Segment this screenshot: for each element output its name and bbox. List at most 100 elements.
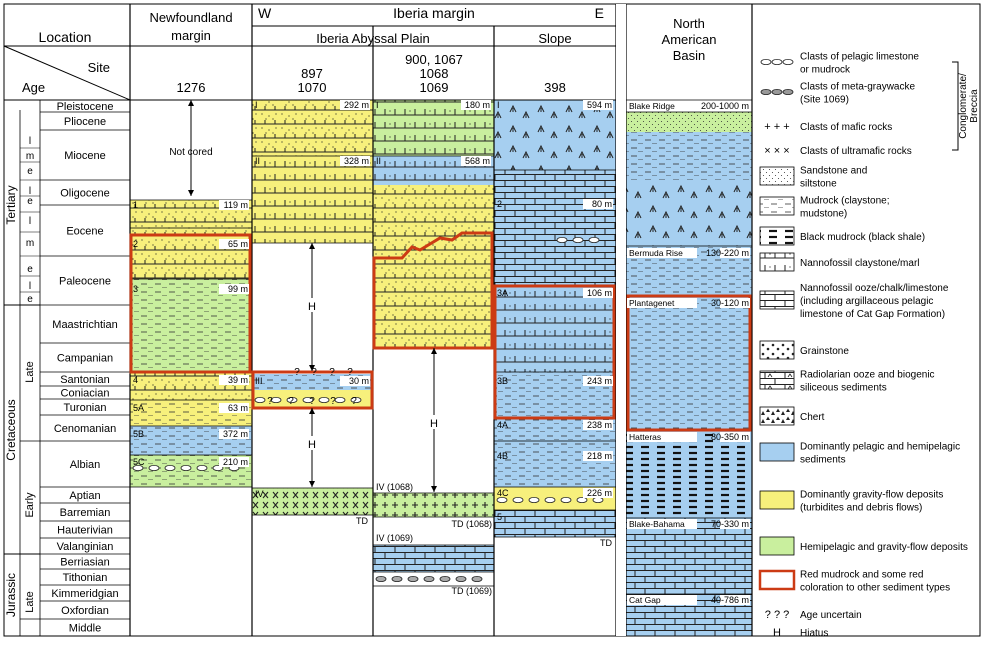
clast (512, 496, 524, 503)
na-unit-label: Bermuda Rise (629, 248, 683, 258)
legend-swatch-gravity-fill (759, 490, 795, 510)
period-jurassic: Jurassic (4, 573, 18, 617)
legend-text-gravity-fill: (turbidites and debris flows) (800, 503, 922, 514)
legend-text-pelagic-limestone-clasts: Clasts of pelagic limestone (800, 52, 919, 63)
site-398: 398 (544, 80, 566, 95)
epoch-mark: m (26, 238, 34, 249)
td-label: TD (1068) (451, 519, 492, 529)
site-897: 897 (301, 66, 323, 81)
age-stage-paleocene: Paleocene (59, 276, 111, 288)
unit-depth-900: 568 m (465, 156, 490, 166)
clast (576, 496, 588, 503)
na-unit-depth: 80-350 m (711, 432, 749, 442)
unit-398-4b-pattern (494, 441, 616, 487)
site-900: 900, 1067 (405, 52, 463, 67)
legend-swatch-hemipelagic-fill (759, 536, 795, 556)
age-stage-tithonian: Tithonian (63, 572, 108, 584)
unit-398-3a-pattern (494, 286, 616, 372)
legend-text-gravity-fill: Dominantly gravity-flow deposits (800, 490, 943, 501)
depth-backdrop (720, 101, 750, 111)
clast (286, 396, 298, 403)
legend-text-red-mudrock: coloration to other sediment types (800, 583, 950, 594)
clast (528, 496, 540, 503)
age-uncertain-mark: ? (330, 396, 336, 407)
not-cored-arrow-head (188, 100, 194, 106)
unit-398-5-pattern (494, 510, 616, 537)
clast (148, 464, 160, 471)
na-unit-depth: 130-220 m (706, 248, 749, 258)
depth-backdrop (219, 200, 249, 210)
age-stage-pliocene: Pliocene (64, 116, 106, 128)
legend-text-pelagic-fill: sediments (800, 455, 846, 466)
depth-backdrop (720, 519, 750, 529)
unit-label-1276: 5C (133, 457, 145, 467)
legend-pattern-sandstone (760, 167, 794, 185)
legend-text-age-uncertain: Age uncertain (800, 610, 862, 621)
red-mudrock-outline (372, 231, 494, 350)
unit-label-897: III (255, 376, 263, 386)
clast (560, 496, 572, 503)
td-label: TD (600, 538, 612, 548)
age-uncertain-mark: ? (329, 367, 335, 378)
clast (318, 396, 330, 403)
clast (270, 396, 282, 403)
legend-text-pelagic-limestone-clasts: or mudrock (800, 65, 851, 76)
age-stage-pleistocene: Pleistocene (57, 101, 114, 113)
clast (544, 496, 556, 503)
unit-depth-398: 238 m (587, 420, 612, 430)
age-stage-santonian: Santonian (60, 374, 110, 386)
unit-label-398: 4C (497, 488, 509, 498)
age-stage-aptian: Aptian (69, 490, 100, 502)
legend-symbol-uncertain: ? ? ? (765, 609, 789, 621)
age-stage-oligocene: Oligocene (60, 188, 110, 200)
slope-header: Slope (538, 31, 571, 46)
clast (496, 496, 508, 503)
unit-depth-1276: 99 m (228, 284, 248, 294)
na-blake-ridge-a-pattern (626, 112, 752, 132)
unit-depth-897: 30 m (349, 376, 369, 386)
legend-text-meta-graywacke-clasts: (Site 1069) (800, 95, 849, 106)
unit-label-398: 2 (497, 199, 502, 209)
unit-label-897: I (255, 100, 258, 110)
conglomerate-label: Conglomerate/ (958, 73, 969, 139)
age-uncertain-mark: ? (309, 396, 315, 407)
na-unit-label: Plantagenet (629, 298, 675, 308)
legend-text-hiatus: Hiatus (800, 628, 828, 639)
legend-swatch-pelagic-fill (759, 442, 795, 462)
legend-pattern-radiolarian-ooze (760, 371, 794, 389)
graywacke-clast (407, 576, 419, 583)
clast (196, 464, 208, 471)
north-american-header: American (662, 32, 717, 47)
depth-backdrop (461, 100, 491, 110)
age-stage-campanian: Campanian (57, 353, 113, 365)
not-cored-arrow-head (188, 190, 194, 196)
north-american-header: North (673, 16, 705, 31)
td-label: TD (356, 516, 368, 526)
clast (350, 396, 362, 403)
legend-pattern-black-mudrock (760, 227, 794, 245)
depth-backdrop (720, 248, 750, 258)
unit-label-1276: 3 (133, 284, 138, 294)
legend-pattern-grainstone (760, 341, 794, 359)
legend-text-hemipelagic-fill: Hemipelagic and gravity-flow deposits (800, 542, 968, 553)
age-stage-berriasian: Berriasian (60, 557, 110, 569)
unit-label-398: 3A (497, 288, 508, 298)
unit-depth-1276: 372 m (223, 429, 248, 439)
legend-text-pelagic-fill: Dominantly pelagic and hemipelagic (800, 442, 960, 453)
site-header: Site (88, 60, 110, 75)
depth-backdrop (583, 376, 613, 386)
hiatus-897-lower-head (309, 481, 315, 487)
na-label-backdrop (627, 101, 697, 111)
epoch-mark: l (29, 281, 31, 292)
conglomerate-label: Breccia (969, 89, 980, 123)
legend-symbol-graywacke (782, 89, 794, 96)
unit-depth-897: 292 m (344, 100, 369, 110)
graywacke-clast (423, 576, 435, 583)
age-stage-coniacian: Coniacian (61, 388, 110, 400)
clast (588, 236, 600, 243)
newfoundland-header: margin (171, 28, 211, 43)
hiatus-900-head (431, 348, 437, 354)
red-mudrock-outline (626, 294, 752, 432)
na-label-backdrop (627, 595, 697, 605)
hiatus-label: H (430, 418, 438, 430)
